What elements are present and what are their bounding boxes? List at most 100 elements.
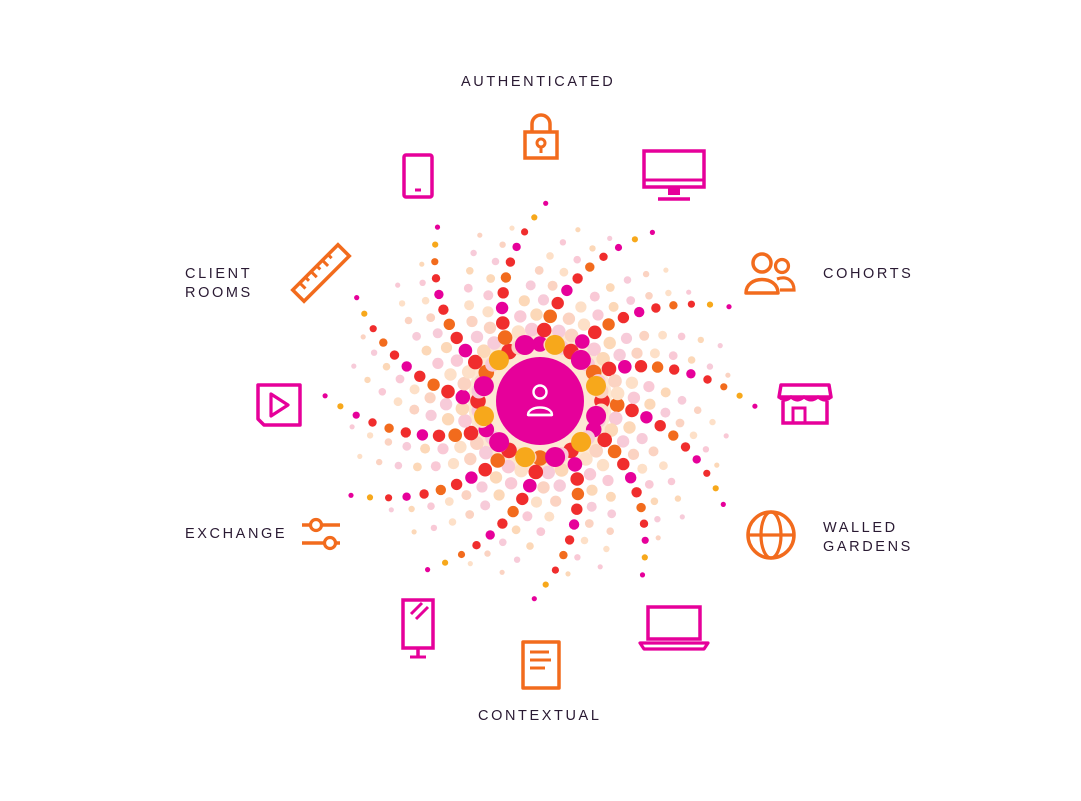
burst-dot (571, 487, 585, 501)
inner-ring-dot (473, 376, 494, 397)
burst-dot (497, 287, 509, 299)
storefront-icon (777, 383, 833, 425)
burst-dot (651, 361, 664, 373)
burst-dot (528, 464, 544, 480)
burst-dot (379, 338, 388, 347)
laptop-icon (638, 605, 710, 651)
burst-dot (544, 511, 555, 522)
burst-dot (485, 530, 495, 540)
burst-dot (679, 514, 685, 520)
burst-dot (432, 328, 443, 339)
burst-dot (447, 458, 460, 470)
burst-dot (432, 241, 439, 248)
burst-dot (489, 471, 503, 484)
burst-dot (567, 457, 583, 472)
smartphone-icon (402, 153, 434, 199)
burst-dot (430, 461, 441, 472)
globe-icon (745, 509, 797, 561)
burst-dot (644, 480, 654, 489)
walled-gardens-line-2: GARDENS (823, 539, 913, 555)
burst-dot (455, 401, 470, 416)
burst-dot (482, 306, 494, 318)
burst-dot (712, 485, 719, 492)
lock-icon (523, 112, 559, 160)
burst-dot (650, 497, 659, 506)
burst-dot (411, 529, 417, 535)
burst-dot (461, 490, 472, 501)
burst-dot (599, 252, 608, 261)
digital-signage-icon (400, 598, 436, 660)
burst-dot (388, 507, 394, 513)
burst-dot (402, 492, 411, 501)
burst-dot (370, 349, 378, 356)
contextual-label: CONTEXTUAL (478, 708, 602, 724)
burst-dot (736, 392, 743, 399)
burst-dot (480, 500, 491, 511)
burst-dot (669, 364, 680, 375)
burst-dot (434, 289, 444, 300)
burst-dot (637, 463, 648, 474)
burst-dot (477, 344, 491, 359)
burst-dot (674, 495, 682, 502)
burst-dot (507, 505, 519, 518)
burst-dot (543, 309, 557, 324)
burst-dot (420, 443, 431, 454)
burst-dot (607, 509, 617, 519)
burst-dot (384, 423, 394, 433)
burst-dot (434, 224, 441, 230)
burst-dot (424, 392, 436, 404)
burst-dot (354, 295, 360, 301)
burst-dot (608, 374, 622, 388)
burst-dot (606, 527, 614, 535)
burst-dot (658, 330, 667, 340)
burst-dot (455, 389, 471, 405)
burst-dot (639, 330, 650, 341)
burst-dot (490, 453, 506, 468)
burst-dot (550, 495, 562, 507)
burst-dot (559, 550, 568, 560)
burst-dot (463, 425, 479, 441)
burst-dot (430, 524, 438, 532)
burst-dot (514, 463, 528, 478)
burst-dot (419, 261, 425, 267)
inner-ring-dot (544, 334, 565, 355)
burst-dot (457, 376, 472, 391)
burst-dot (421, 345, 432, 356)
burst-dot (680, 442, 691, 452)
burst-dot (516, 492, 529, 506)
burst-dot (486, 274, 496, 283)
burst-dot (534, 266, 544, 275)
burst-dot (457, 550, 466, 559)
burst-dot (668, 430, 679, 441)
ruler-icon (290, 242, 352, 304)
burst-dot (723, 433, 729, 439)
burst-dot (464, 452, 477, 466)
burst-dot (483, 321, 497, 334)
burst-dot (384, 438, 393, 446)
burst-dot (536, 527, 546, 536)
burst-dot (639, 519, 649, 528)
burst-dot (636, 433, 648, 445)
burst-dot (697, 336, 704, 344)
burst-dot (589, 444, 603, 458)
burst-dot (589, 245, 596, 252)
burst-dot (725, 372, 731, 378)
burst-dot (426, 313, 436, 322)
burst-dot (360, 334, 366, 340)
document-icon (521, 640, 561, 690)
burst-dot (565, 571, 571, 577)
burst-dot (402, 441, 412, 451)
burst-dot (491, 257, 500, 266)
burst-dot (439, 398, 453, 411)
burst-dot (441, 384, 455, 399)
inner-ring-dot (586, 375, 606, 396)
burst-dot (639, 572, 646, 578)
inner-ring-dot (586, 405, 607, 426)
inner-ring-dot (514, 335, 535, 355)
burst-dot (454, 440, 467, 454)
burst-dot (435, 484, 446, 496)
burst-dot (393, 397, 403, 407)
burst-dot (427, 502, 435, 511)
burst-dot (497, 518, 508, 529)
